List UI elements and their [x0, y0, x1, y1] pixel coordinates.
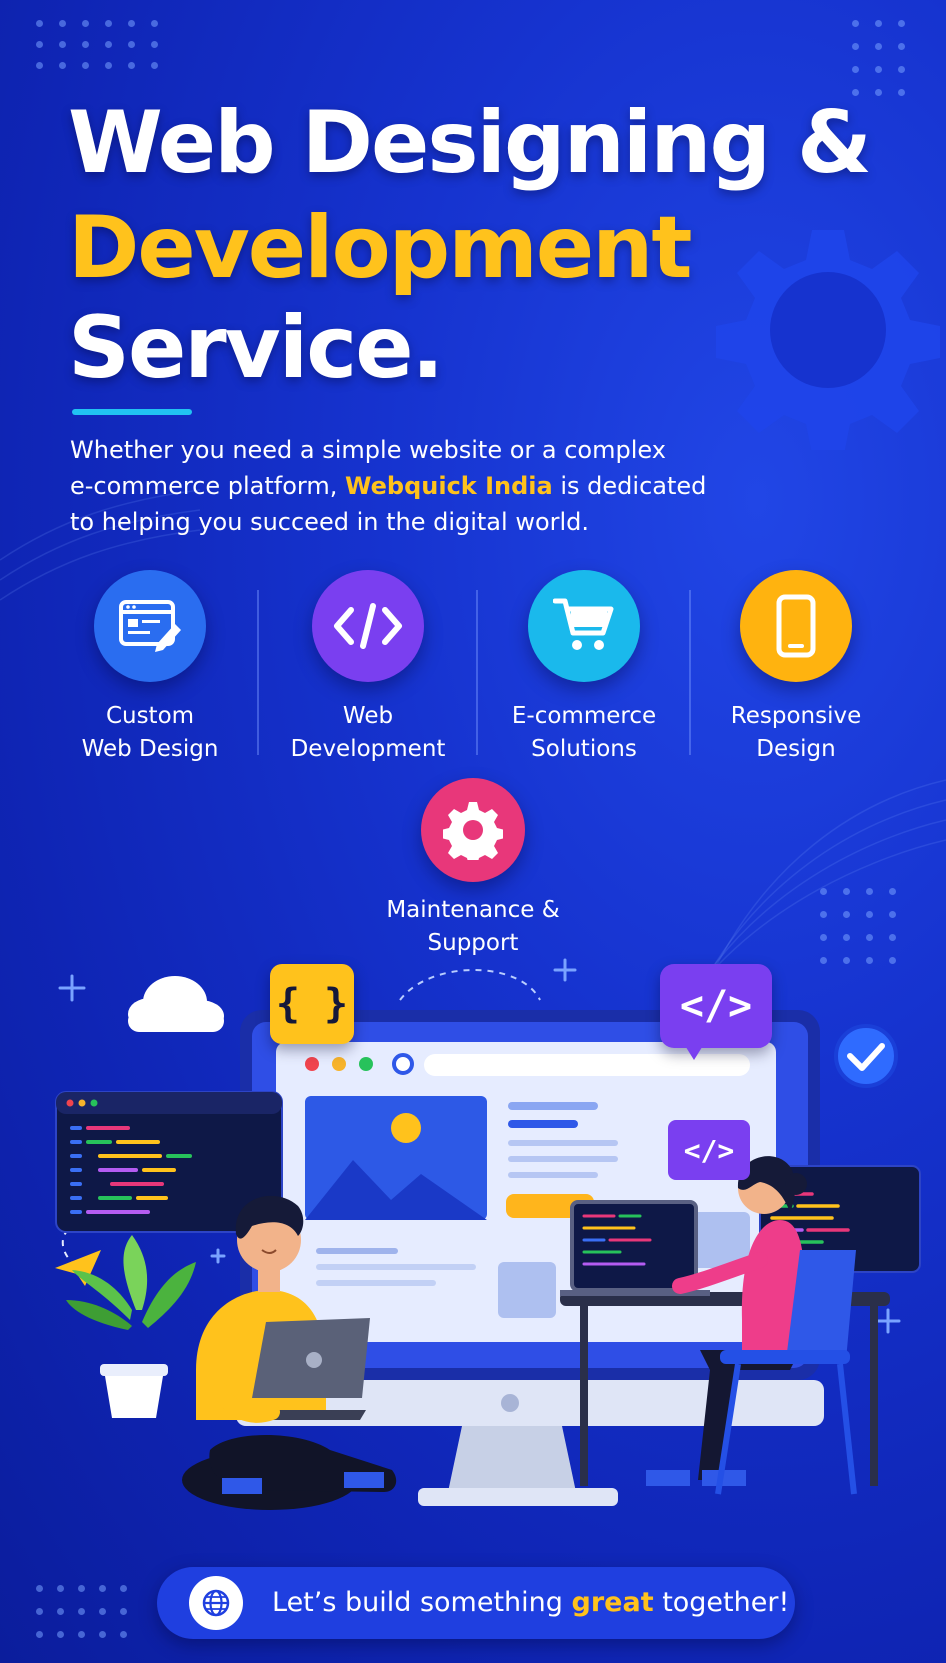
dot-grid-top-left [36, 20, 158, 69]
plant-icon [66, 1235, 196, 1418]
service-icon-circle [528, 570, 640, 682]
headline-accent-bar [72, 409, 192, 415]
headline-line-2: Development [68, 198, 692, 298]
service-label: Maintenance &Support [386, 897, 560, 956]
service-divider [257, 590, 259, 755]
braces-icon: { } [275, 981, 349, 1027]
dot-grid-mid-right [820, 888, 896, 964]
cta-highlight: great [571, 1587, 654, 1618]
description: Whether you need a simple website or a c… [70, 432, 710, 540]
dot-grid-top-right [852, 20, 905, 96]
cloud-icon [128, 976, 224, 1032]
developer-illustration [55, 958, 921, 1510]
service-maintenance-support: Maintenance &Support [373, 778, 573, 960]
code-icon: </> [679, 983, 753, 1029]
globe-icon [202, 1589, 230, 1617]
service-icon-circle [312, 570, 424, 682]
cta-text-after: together! [653, 1587, 790, 1618]
headline-line-3: Service. [68, 298, 444, 398]
description-text: is dedicated [552, 472, 707, 500]
service-icon-circle [740, 570, 852, 682]
code-bubble-tail [684, 1044, 704, 1060]
woman-illustration [560, 1156, 890, 1495]
cta-text: Let’s build something great together! [272, 1567, 789, 1639]
web-design-icon [119, 600, 181, 652]
code-bubble-badge: </> [660, 964, 772, 1048]
gear-icon [443, 802, 503, 860]
service-icon-circle [421, 778, 525, 882]
brand-name: Webquick India [345, 472, 553, 500]
background-gear-icon [716, 230, 940, 450]
code-icon [334, 603, 402, 649]
cart-icon [553, 598, 614, 650]
service-divider [476, 590, 478, 755]
cta-text-before: Let’s build something [272, 1587, 572, 1618]
description-line-1: Whether you need a simple website or a c… [70, 436, 666, 464]
service-icon-circle [94, 570, 206, 682]
description-line-3: to helping you succeed in the digital wo… [70, 508, 590, 536]
paper-plane-icon [55, 1250, 101, 1286]
cta-banner[interactable]: Let’s build something great together! [157, 1567, 795, 1639]
braces-badge: { } [270, 964, 354, 1044]
service-divider [689, 590, 691, 755]
code-icon: </> [683, 1133, 735, 1167]
phone-icon [776, 594, 816, 658]
dot-grid-bottom-left [36, 1585, 127, 1638]
screen-code-badge: </> [668, 1120, 750, 1180]
check-icon [847, 1043, 885, 1071]
headline-line-1: Web Designing & [68, 93, 872, 193]
globe-badge [189, 1576, 243, 1630]
description-text: e-commerce platform, [70, 472, 345, 500]
description-line-2: e-commerce platform, Webquick India is d… [70, 468, 710, 504]
man-illustration [182, 1195, 397, 1510]
